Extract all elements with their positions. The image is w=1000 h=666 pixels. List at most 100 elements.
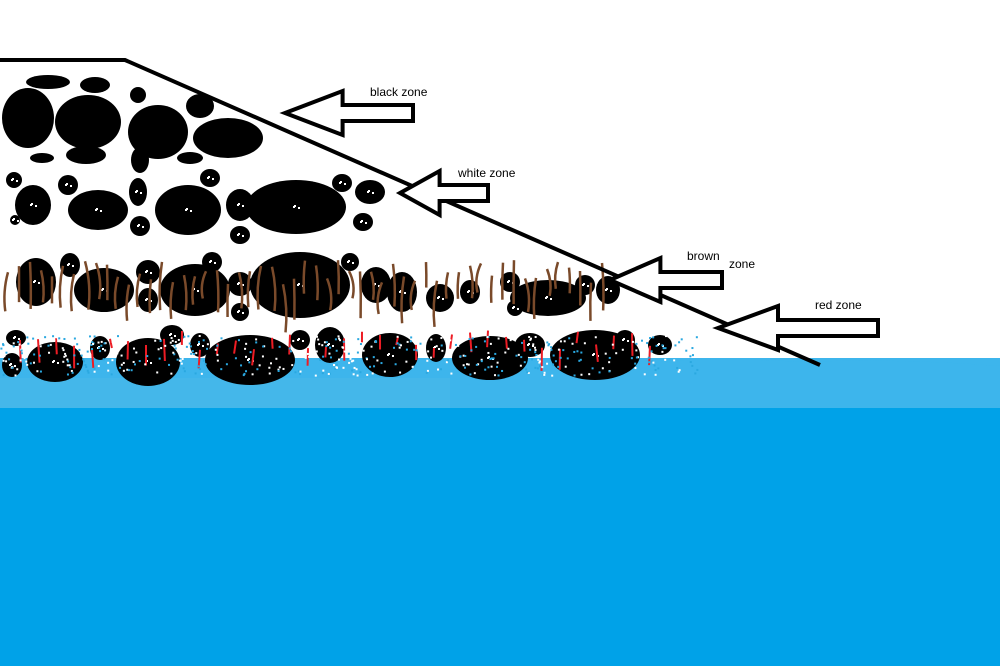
stone-speckle <box>95 209 97 211</box>
spray-dot <box>338 337 341 340</box>
spray-dot <box>298 373 301 376</box>
stone-speckle <box>297 339 299 341</box>
stone-speckle <box>12 219 14 221</box>
stone-speckle <box>657 344 659 346</box>
brown-strand <box>226 283 230 318</box>
stone-speckle <box>237 283 239 285</box>
spray-dot <box>350 360 353 363</box>
spray-dot <box>216 353 219 356</box>
stone-speckle <box>237 204 239 206</box>
stone-speckle <box>512 307 514 309</box>
spray-dot <box>489 358 492 361</box>
spray-dot <box>608 356 611 359</box>
spray-dot <box>517 353 520 356</box>
spray-dot <box>490 357 493 360</box>
spray-dot <box>554 360 557 363</box>
stone-speckle <box>365 222 367 224</box>
spray-dot <box>426 359 429 362</box>
spray-dot <box>84 364 87 367</box>
spray-dot <box>76 343 79 346</box>
spray-dot <box>526 371 529 374</box>
spray-dot <box>144 363 147 366</box>
spray-dot <box>206 347 209 350</box>
spray-dot <box>686 353 689 356</box>
spray-dot <box>398 346 401 349</box>
spray-dot <box>685 349 688 352</box>
spray-dot <box>425 371 428 374</box>
red-streak <box>288 334 291 355</box>
spray-dot <box>297 370 300 373</box>
spray-dot <box>91 341 94 344</box>
spray-dot <box>674 344 677 347</box>
spray-dot <box>66 373 69 376</box>
spray-dot <box>525 368 528 371</box>
spray-dot <box>245 370 248 373</box>
spray-dot <box>26 336 29 339</box>
spray-dot <box>496 365 499 368</box>
spray-dot <box>2 344 5 347</box>
spray-dot <box>352 359 355 362</box>
spray-dot <box>68 364 71 367</box>
spray-dot <box>611 343 614 346</box>
spray-dot <box>621 348 624 351</box>
stone <box>177 152 203 164</box>
spray-dot <box>154 339 157 342</box>
spray-dot <box>13 348 16 351</box>
spray-dot <box>462 364 465 367</box>
spray-dot <box>327 372 330 375</box>
brown-strand <box>215 270 220 313</box>
spray-dot <box>509 339 512 342</box>
stone-speckle <box>392 355 394 357</box>
brown-strand <box>125 284 131 321</box>
spray-dot <box>17 341 20 344</box>
brown-strand <box>200 270 208 299</box>
spray-dot <box>334 367 337 370</box>
brown-strand <box>135 273 142 308</box>
spray-dot <box>146 355 149 358</box>
spray-dot <box>373 365 376 368</box>
spray-dot <box>66 358 69 361</box>
spray-dot <box>527 371 530 374</box>
spray-dot <box>335 349 338 352</box>
stone-speckle <box>487 357 489 359</box>
brown-zone-arrow <box>605 254 724 306</box>
spray-dot <box>188 335 191 338</box>
stone-speckle <box>72 265 74 267</box>
stone-speckle <box>605 289 607 291</box>
brown-strand <box>148 279 153 314</box>
spray-dot <box>580 351 583 354</box>
spray-dot <box>38 354 41 357</box>
spray-dot <box>73 354 76 357</box>
spray-dot <box>439 368 442 371</box>
spray-dot <box>107 361 110 364</box>
stone-speckle <box>57 362 59 364</box>
spray-dot <box>566 357 569 360</box>
spray-dot <box>129 337 132 340</box>
red-streak <box>163 338 166 362</box>
spray-dot <box>98 346 101 349</box>
spray-dot <box>278 366 281 369</box>
spray-dot <box>689 355 692 358</box>
spray-dot <box>86 339 89 342</box>
spray-dot <box>415 349 418 352</box>
stone-speckle <box>197 290 199 292</box>
spray-dot <box>173 344 176 347</box>
stone-speckle <box>442 298 444 300</box>
spray-dot <box>202 359 205 362</box>
spray-dot <box>164 344 167 347</box>
spray-dot <box>447 359 450 362</box>
spray-dot <box>649 337 652 340</box>
spray-dot <box>470 349 473 352</box>
red-streak <box>449 334 453 349</box>
stone-speckle <box>150 300 152 302</box>
spray-dot <box>63 337 66 340</box>
stone-speckle <box>97 347 99 349</box>
spray-dot <box>292 339 295 342</box>
spray-dot <box>646 342 649 345</box>
spray-dot <box>520 356 523 359</box>
stone-speckle <box>293 206 295 208</box>
spray-dot <box>480 358 483 361</box>
spray-dot <box>103 342 106 345</box>
spray-dot <box>651 360 654 363</box>
